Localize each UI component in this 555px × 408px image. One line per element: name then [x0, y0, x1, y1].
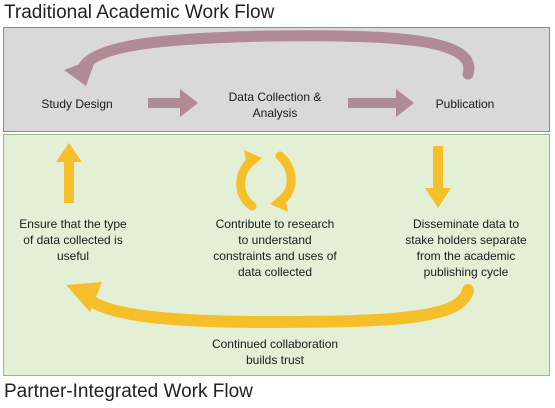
ensure-line: useful: [56, 249, 90, 263]
data-collection-label: Data Collection & Analysis: [205, 89, 345, 121]
return-arrow-head: [64, 58, 96, 86]
data-collection-line1: Data Collection &: [228, 90, 322, 104]
partner-workflow-title: Partner-Integrated Work Flow: [4, 381, 253, 402]
disseminate-line: publishing cycle: [423, 265, 509, 279]
down-arrow-disseminate: [425, 146, 451, 208]
contribute-line: data collected: [237, 265, 313, 279]
disseminate-line: stake holders separate: [405, 233, 527, 247]
trust-line: builds trust: [245, 353, 305, 367]
traditional-workflow-title: Traditional Academic Work Flow: [4, 2, 275, 23]
trust-line: Continued collaboration: [211, 337, 339, 351]
arrow-data-to-publication: [348, 89, 414, 117]
partner-workflow-panel: [3, 134, 550, 376]
disseminate-line: Disseminate data to: [412, 217, 520, 231]
ensure-label: Ensure that the type of data collected i…: [8, 216, 138, 264]
contribute-label: Contribute to research to understand con…: [195, 216, 355, 280]
contribute-line: Contribute to research: [215, 217, 335, 231]
cycle-arrow-right-head: [270, 192, 288, 212]
disseminate-line: from the academic: [416, 249, 516, 263]
contribute-line: constraints and uses of: [213, 249, 337, 263]
return-arrow-curve: [78, 30, 475, 80]
disseminate-label: Disseminate data to stake holders separa…: [386, 216, 546, 280]
ensure-line: of data collected is: [23, 233, 123, 247]
cycle-arrow-left-head: [244, 150, 262, 170]
publication-label: Publication: [435, 97, 495, 111]
traditional-workflow-panel: [3, 27, 550, 132]
ensure-line: Ensure that the type: [19, 217, 127, 231]
up-arrow-ensure: [56, 143, 82, 203]
study-design-label: Study Design: [41, 97, 113, 111]
trust-label: Continued collaboration builds trust: [190, 336, 360, 368]
trust-arrow-head: [66, 282, 102, 312]
data-collection-line2: Analysis: [252, 106, 298, 120]
trust-arrow-curve: [80, 284, 474, 329]
contribute-line: to understand: [238, 233, 312, 247]
arrow-design-to-data: [148, 89, 198, 117]
